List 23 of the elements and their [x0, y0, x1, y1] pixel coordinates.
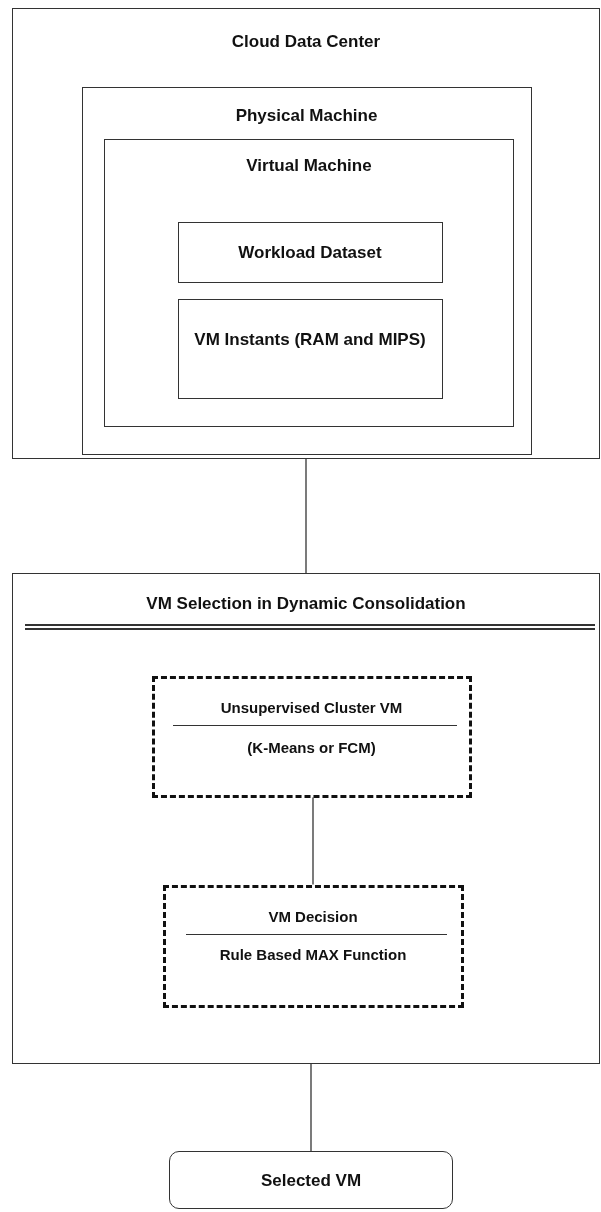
container-box [81, 86, 532, 455]
box-heading: Physical Machine [234, 104, 379, 127]
rounded-terminal-box [169, 1151, 453, 1209]
box-heading: VM Selection in Dynamic Consolidation [145, 593, 467, 615]
connector-line [312, 796, 314, 886]
dashed-process-box [151, 675, 472, 798]
connector-line [310, 1063, 312, 1152]
section-panel [12, 573, 600, 1064]
box-text: Rule Based MAX Function [218, 944, 408, 965]
box-heading: Unsupervised Cluster VM [219, 697, 404, 718]
container-box [104, 139, 514, 427]
box-text: (K-Means or FCM) [246, 737, 377, 758]
box-heading: VM Decision [267, 906, 359, 927]
container-box [12, 8, 600, 459]
connector-line [305, 458, 307, 574]
box-heading: Selected VM [259, 1170, 363, 1192]
dashed-process-box [162, 884, 464, 1008]
container-box [177, 221, 443, 283]
box-heading: Virtual Machine [245, 155, 373, 177]
box-heading: VM Instants (RAM and MIPS) [193, 328, 427, 351]
box-heading: Workload Dataset [237, 241, 383, 264]
container-box [177, 298, 443, 399]
box-heading: Cloud Data Center [230, 31, 382, 53]
